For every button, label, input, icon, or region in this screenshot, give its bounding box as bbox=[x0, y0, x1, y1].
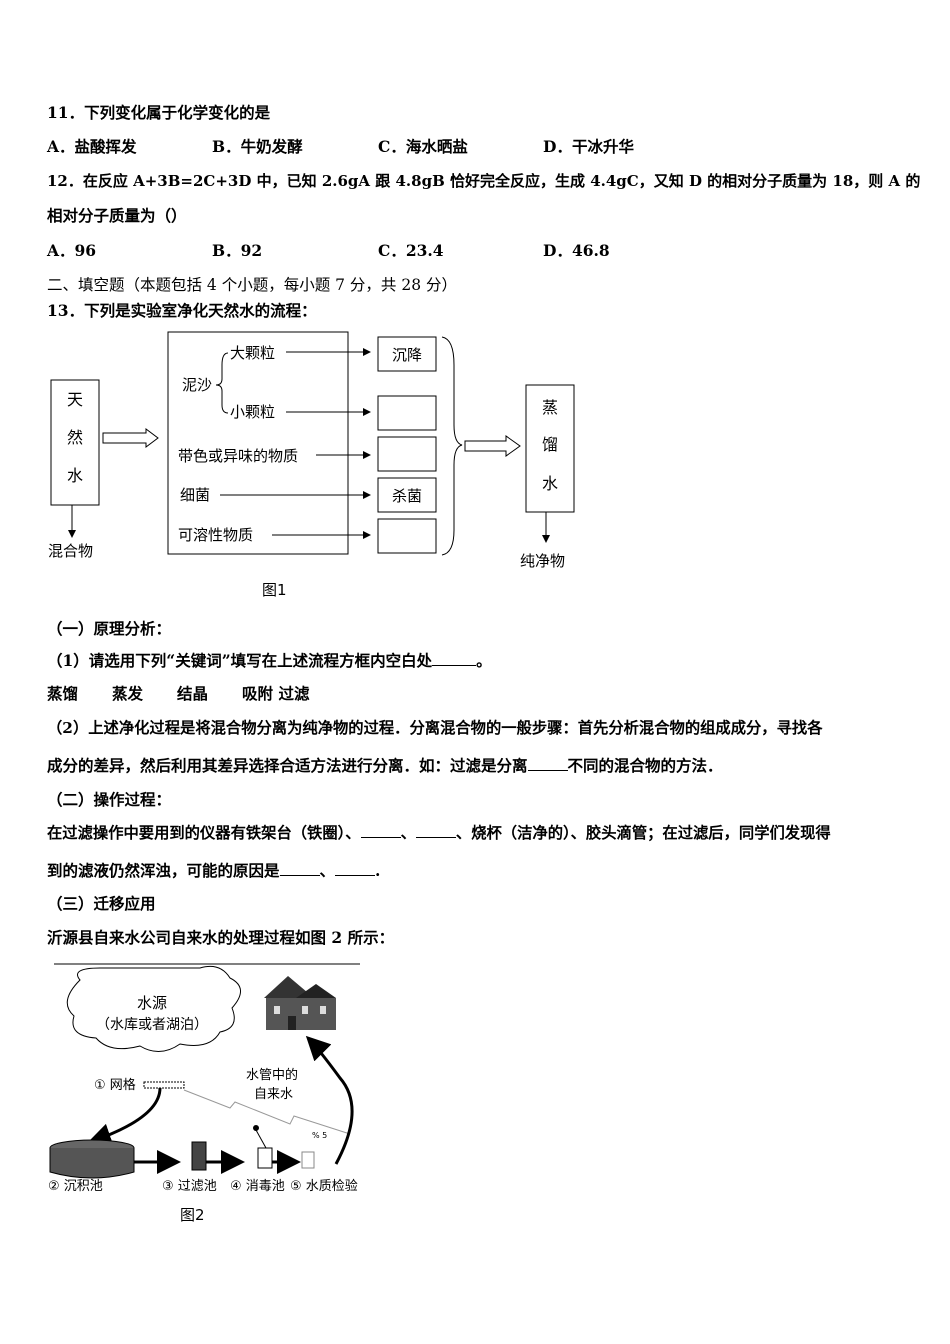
blank-filter-difference bbox=[527, 756, 568, 771]
keyword-distill: 蒸馏 bbox=[47, 684, 79, 703]
water-source-label: 水源 bbox=[137, 994, 167, 1012]
q12-option-b: B．92 bbox=[212, 241, 263, 260]
step1-label: ① 网格 bbox=[94, 1077, 136, 1093]
filter-tank-icon bbox=[191, 1141, 207, 1171]
step3-label: ③ 过滤池 bbox=[162, 1179, 217, 1194]
figure-1-flowchart: 天 然 水 混合物 泥沙 大颗粒 小颗粒 带色或异味的物质 细菌 可溶性物质 沉… bbox=[48, 331, 575, 599]
q12-option-a: A．96 bbox=[47, 241, 97, 260]
part1-q2-line2: 成分的差异，然后利用其差异选择合适方法进行分离．如：过滤是分离 不同的混合物的方法… bbox=[47, 756, 723, 776]
part2-line1b: 、 bbox=[400, 824, 416, 842]
q11-stem: 11．下列变化属于化学变化的是 bbox=[47, 103, 271, 122]
part1-q1-end: 。 bbox=[476, 651, 492, 670]
mixture-label: 混合物 bbox=[48, 542, 93, 560]
natural-water-char-3: 水 bbox=[67, 466, 83, 485]
q13-stem: 13．下列是实验室净化天然水的流程： bbox=[47, 301, 317, 320]
bacteria-label: 细菌 bbox=[180, 486, 210, 504]
part2-line1a: 在过滤操作中要用到的仪器有铁架台（铁圈）、 bbox=[47, 824, 361, 842]
keyword-crystallize: 结晶 bbox=[177, 684, 209, 703]
natural-water-char-2: 然 bbox=[67, 428, 83, 447]
sand-label: 泥沙 bbox=[182, 376, 212, 394]
part1-q1: （1）请选用下列“关键词”填写在上述流程方框内空白处 。 bbox=[47, 651, 492, 671]
q12-option-c: C．23.4 bbox=[378, 241, 444, 260]
grid-icon bbox=[143, 1081, 185, 1089]
blank-keywords bbox=[432, 651, 477, 666]
part2-line1c: 、烧杯（洁净的）、胶头滴管；在过滤后，同学们发现得 bbox=[455, 824, 831, 842]
figure-2-waterworks: 水源 （水库或者湖泊） ① 网格 水管中的 自来水 % 5 ② 沉积池 ③ 过滤… bbox=[48, 963, 360, 1224]
large-particles-label: 大颗粒 bbox=[230, 344, 275, 362]
part2-line2a: 到的滤液仍然浑浊，可能的原因是 bbox=[47, 861, 280, 880]
sterilize-label: 杀菌 bbox=[392, 487, 422, 505]
step2-label: ② 沉积池 bbox=[48, 1179, 103, 1194]
impurities-box bbox=[167, 331, 349, 555]
part2-line2: 到的滤液仍然浑浊，可能的原因是 、. bbox=[47, 861, 380, 881]
figure-1-caption: 图1 bbox=[262, 581, 287, 599]
keyword-adsorb-filter: 吸附 过滤 bbox=[242, 684, 310, 703]
water-source-sub: （水库或者湖泊） bbox=[96, 1017, 208, 1033]
distilled-water-box bbox=[525, 384, 575, 513]
q11-option-c: C．海水晒盐 bbox=[378, 137, 468, 156]
part1-q2-line1: （2）上述净化过程是将混合物分离为纯净物的过程．分离混合物的一般步骤：首先分析混… bbox=[47, 719, 823, 737]
distilled-char-1: 蒸 bbox=[542, 398, 558, 417]
box-blank-2 bbox=[377, 436, 437, 472]
blank-instrument-1 bbox=[360, 823, 401, 838]
natural-water-box bbox=[50, 379, 100, 506]
small-particles-label: 小颗粒 bbox=[230, 403, 275, 421]
section-heading: 二、填空题（本题包括 4 个小题，每小题 7 分，共 28 分） bbox=[47, 276, 458, 294]
part1-title: （一）原理分析： bbox=[47, 619, 172, 638]
part2-line1: 在过滤操作中要用到的仪器有铁架台（铁圈）、 、 、烧杯（洁净的）、胶头滴管；在过滤后… bbox=[47, 823, 831, 843]
color-odor-label: 带色或异味的物质 bbox=[178, 447, 298, 465]
q12-option-d: D．46.8 bbox=[543, 241, 610, 260]
part3-line: 沂源县自来水公司自来水的处理过程如图 2 所示： bbox=[47, 928, 395, 947]
keyword-evaporate: 蒸发 bbox=[112, 684, 144, 703]
settling-label: 沉降 bbox=[392, 346, 422, 364]
soluble-label: 可溶性物质 bbox=[178, 526, 253, 544]
box-sterilize bbox=[377, 477, 437, 513]
pure-substance-label: 纯净物 bbox=[520, 552, 565, 570]
pipe-water-label-1: 水管中的 bbox=[246, 1067, 298, 1083]
q11-option-d: D．干冰升华 bbox=[543, 137, 634, 156]
q12-stem-line2: 相对分子质量为（） bbox=[47, 206, 187, 225]
part3-title: （三）迁移应用 bbox=[47, 894, 156, 913]
natural-water-char-1: 天 bbox=[67, 390, 83, 409]
disinfection-tank-icon bbox=[257, 1147, 273, 1169]
distilled-char-2: 馏 bbox=[542, 435, 558, 454]
house-icon bbox=[264, 976, 336, 1030]
box-blank-1 bbox=[377, 395, 437, 431]
part1-q1-text: （1）请选用下列“关键词”填写在上述流程方框内空白处 bbox=[47, 651, 433, 670]
distilled-char-3: 水 bbox=[542, 474, 558, 493]
keyword-list: 蒸馏 蒸发 结晶 吸附 过滤 bbox=[47, 684, 343, 704]
water-source-cloud bbox=[66, 965, 241, 1052]
part2-title: （二）操作过程： bbox=[47, 790, 172, 809]
step5-label: ⑤ 水质检验 bbox=[290, 1178, 358, 1194]
q12-stem-line1: 12．在反应 A+3B=2C+3D 中，已知 2.6gA 跟 4.8gB 恰好完… bbox=[47, 172, 921, 190]
q11-option-a: A．盐酸挥发 bbox=[47, 137, 137, 156]
box-settling bbox=[377, 336, 437, 372]
part1-q2-line2b: 不同的混合物的方法． bbox=[567, 756, 723, 775]
blank-instrument-2 bbox=[415, 823, 456, 838]
q11-option-b: B．牛奶发酵 bbox=[212, 137, 303, 156]
blank-reason-2 bbox=[335, 861, 376, 876]
box-blank-3 bbox=[377, 518, 437, 554]
svg-text:% 5: % 5 bbox=[312, 1131, 327, 1140]
step4-label: ④ 消毒池 bbox=[230, 1179, 285, 1194]
blank-reason-1 bbox=[279, 861, 320, 876]
figure-2-caption: 图2 bbox=[180, 1206, 205, 1224]
water-test-icon: % 5 bbox=[301, 1131, 327, 1169]
part1-q2-line2a: 成分的差异，然后利用其差异选择合适方法进行分离．如：过滤是分离 bbox=[47, 756, 528, 775]
part2-line2c: . bbox=[375, 861, 381, 880]
pipe-water-label-2: 自来水 bbox=[254, 1087, 293, 1102]
part2-line2b: 、 bbox=[319, 861, 336, 880]
